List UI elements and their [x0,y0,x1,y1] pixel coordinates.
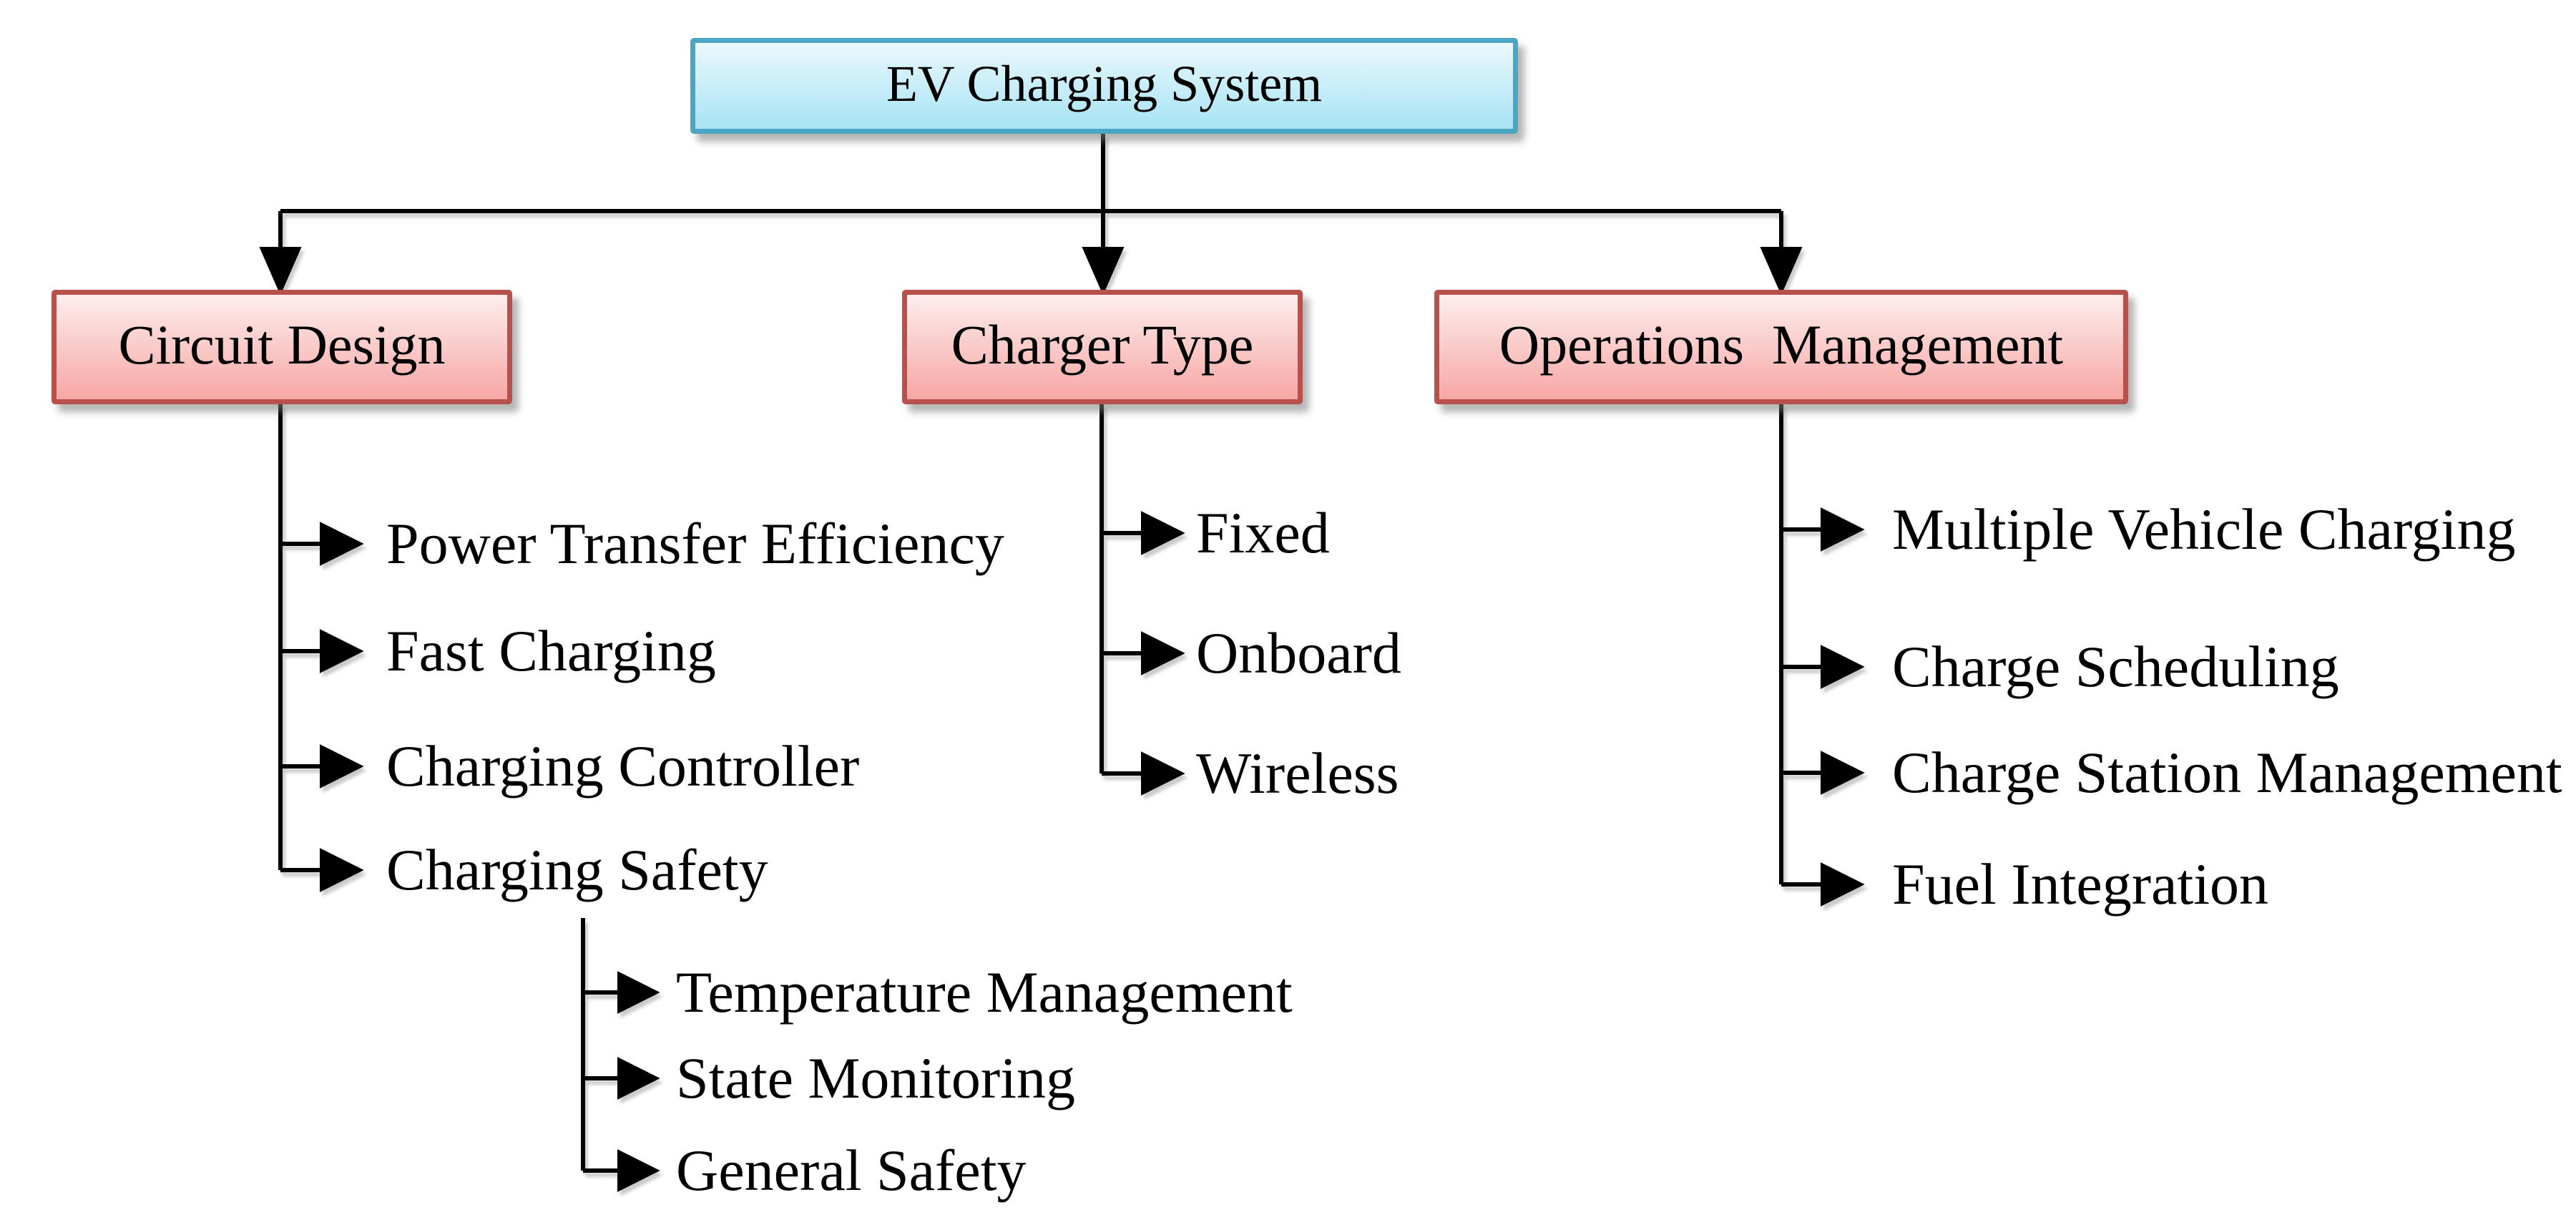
arrowhead-charging-safety [320,848,364,892]
node-circuit-design-label: Circuit Design [118,313,446,376]
arrowhead-fast-charging [320,629,364,673]
arrowhead-multiple-vehicle-charging [1821,507,1865,552]
item-fuel-integration: Fuel Integration [1892,851,2269,917]
node-circuit-design: Circuit Design [52,290,512,404]
arrowhead-fixed [1141,511,1185,555]
node-ev-charging-system-label: EV Charging System [886,55,1323,112]
arrowhead-charging-controller [320,744,364,789]
item-charge-station-management: Charge Station Management [1892,740,2562,805]
arrowhead-power-transfer-efficiency [320,522,364,566]
item-onboard: Onboard [1196,620,1401,685]
item-charge-scheduling: Charge Scheduling [1892,634,2339,699]
node-ev-charging-system: EV Charging System [690,38,1518,134]
arrowhead-charge-scheduling [1821,645,1865,689]
arrowhead-down-charger-type [1082,247,1125,296]
arrowhead-wireless [1141,751,1185,796]
item-multiple-vehicle-charging: Multiple Vehicle Charging [1892,497,2516,562]
arrowhead-fuel-integration [1821,862,1865,907]
connector-circuit-design-children [278,404,364,892]
item-state-monitoring: State Monitoring [676,1045,1076,1111]
node-charger-type: Charger Type [902,290,1303,404]
item-temperature-management: Temperature Management [676,960,1293,1025]
arrowhead-temperature-management [617,971,660,1014]
arrowhead-down-circuit-design [259,247,302,296]
arrowhead-down-operations-management [1760,247,1803,296]
item-fixed: Fixed [1196,500,1330,565]
item-general-safety: General Safety [676,1138,1027,1203]
node-operations-management: Operations Management [1434,290,2128,404]
item-fast-charging: Fast Charging [386,618,716,683]
item-power-transfer-efficiency: Power Transfer Efficiency [386,511,1004,576]
connector-charging-safety-children [581,918,660,1192]
arrowhead-onboard [1141,631,1185,675]
arrowhead-state-monitoring [617,1057,660,1100]
arrowhead-general-safety [617,1149,660,1192]
connector-operations-management-children [1779,404,1865,907]
connector-root-to-branches [259,134,1803,296]
item-charging-controller: Charging Controller [386,733,860,799]
item-charging-safety: Charging Safety [386,837,768,902]
node-charger-type-label: Charger Type [951,313,1254,376]
connector-charger-type-children [1100,404,1185,796]
item-wireless: Wireless [1196,741,1399,806]
arrowhead-charge-station-management [1821,751,1865,795]
node-operations-management-label: Operations Management [1499,313,2064,376]
